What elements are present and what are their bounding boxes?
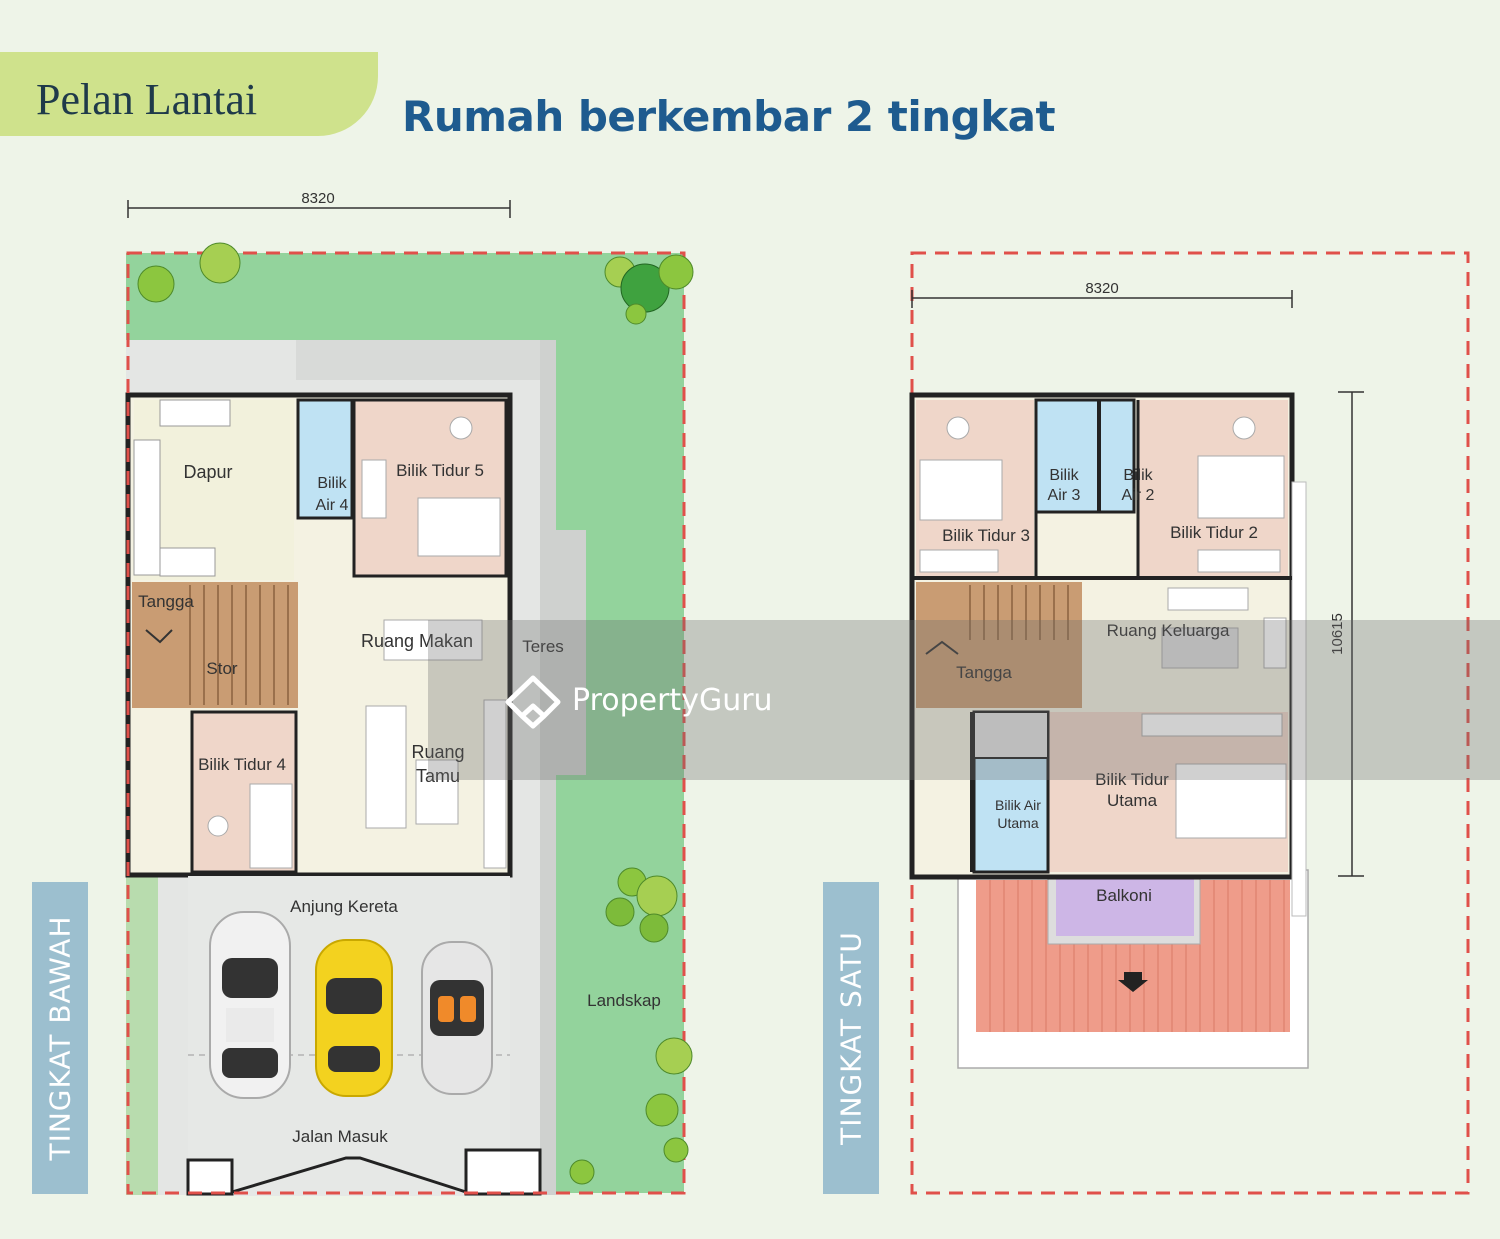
label-bilik-tidur-5: Bilik Tidur 5 <box>396 461 484 480</box>
label-bilik-air-4-line2: Air 4 <box>316 497 349 514</box>
label-bilik-air-2-line1: Bilik <box>1123 467 1153 484</box>
label-stor: Stor <box>206 659 238 678</box>
ground-stairs <box>132 582 298 708</box>
label-ruang-tamu-line2: Tamu <box>416 766 460 786</box>
label-bilik-tidur-utama-line2: Utama <box>1107 791 1158 810</box>
propertyguru-logo-icon <box>505 675 561 729</box>
ground-floor-plan: 8320 10615 Dapur Bilik Air 4 Bilik Tidur… <box>125 190 694 1196</box>
arrow-down-icon <box>1118 972 1148 992</box>
bilik-air-4-room <box>296 398 354 520</box>
first-depth-dimension <box>1338 391 1364 877</box>
label-bilik-air-utama-line2: Utama <box>997 815 1038 831</box>
ground-boundary-line <box>126 251 686 1195</box>
first-width-dimension <box>911 290 1293 308</box>
first-floor-plan: 8320 10615 Bilik Tidur 3 Bilik Air 3 Bil… <box>909 251 1470 1195</box>
label-dapur: Dapur <box>183 462 232 482</box>
header-tab: Pelan Lantai <box>0 52 378 136</box>
ground-width-dimension <box>127 200 511 218</box>
label-bilik-tidur-3: Bilik Tidur 3 <box>942 526 1030 545</box>
page-subtitle: Rumah berkembar 2 tingkat <box>402 92 1056 141</box>
label-landskap: Landskap <box>587 991 661 1010</box>
label-ruang-tamu-line1: Ruang <box>411 742 464 762</box>
label-tangga-first: Tangga <box>956 663 1012 682</box>
balkoni-area <box>1056 876 1194 936</box>
label-bilik-tidur-utama-line1: Bilik Tidur <box>1095 770 1169 789</box>
label-ruang-makan: Ruang Makan <box>361 631 473 651</box>
label-balkoni: Balkoni <box>1096 886 1152 905</box>
label-bilik-air-4-line1: Bilik <box>317 475 347 492</box>
label-bilik-air-3-line1: Bilik <box>1049 467 1079 484</box>
label-jalan-masuk: Jalan Masuk <box>292 1127 388 1146</box>
page-title: Pelan Lantai <box>36 75 258 124</box>
bilik-air-3-2-room <box>1034 398 1136 514</box>
label-ruang-keluarga: Ruang Keluarga <box>1107 621 1230 640</box>
tree-icon <box>137 242 694 1185</box>
first-boundary-line <box>910 251 1470 1195</box>
label-tangga: Tangga <box>138 592 194 611</box>
car-yellow <box>315 939 393 1097</box>
label-bilik-tidur-2: Bilik Tidur 2 <box>1170 523 1258 542</box>
car-white <box>209 911 291 1099</box>
label-teres: Teres <box>522 637 564 656</box>
first-floor-label: TINGKAT SATU <box>823 882 879 1194</box>
ground-floor-label: TINGKAT BAWAH <box>32 882 88 1194</box>
label-bilik-air-3-line2: Air 3 <box>1048 487 1081 504</box>
first-width-label: 8320 <box>1085 280 1118 297</box>
car-convertible <box>421 941 493 1095</box>
label-bilik-tidur-4: Bilik Tidur 4 <box>198 755 286 774</box>
watermark-band <box>428 620 1500 780</box>
label-bilik-air-utama-line1: Bilik Air <box>995 797 1041 813</box>
label-bilik-air-2-line2: Air 2 <box>1122 487 1155 504</box>
ground-width-label: 8320 <box>301 190 334 207</box>
label-anjung-kereta: Anjung Kereta <box>290 897 398 916</box>
side-walkway <box>540 340 586 1195</box>
first-depth-label: 10615 <box>1329 613 1346 655</box>
watermark-text: PropertyGuru <box>572 683 773 718</box>
